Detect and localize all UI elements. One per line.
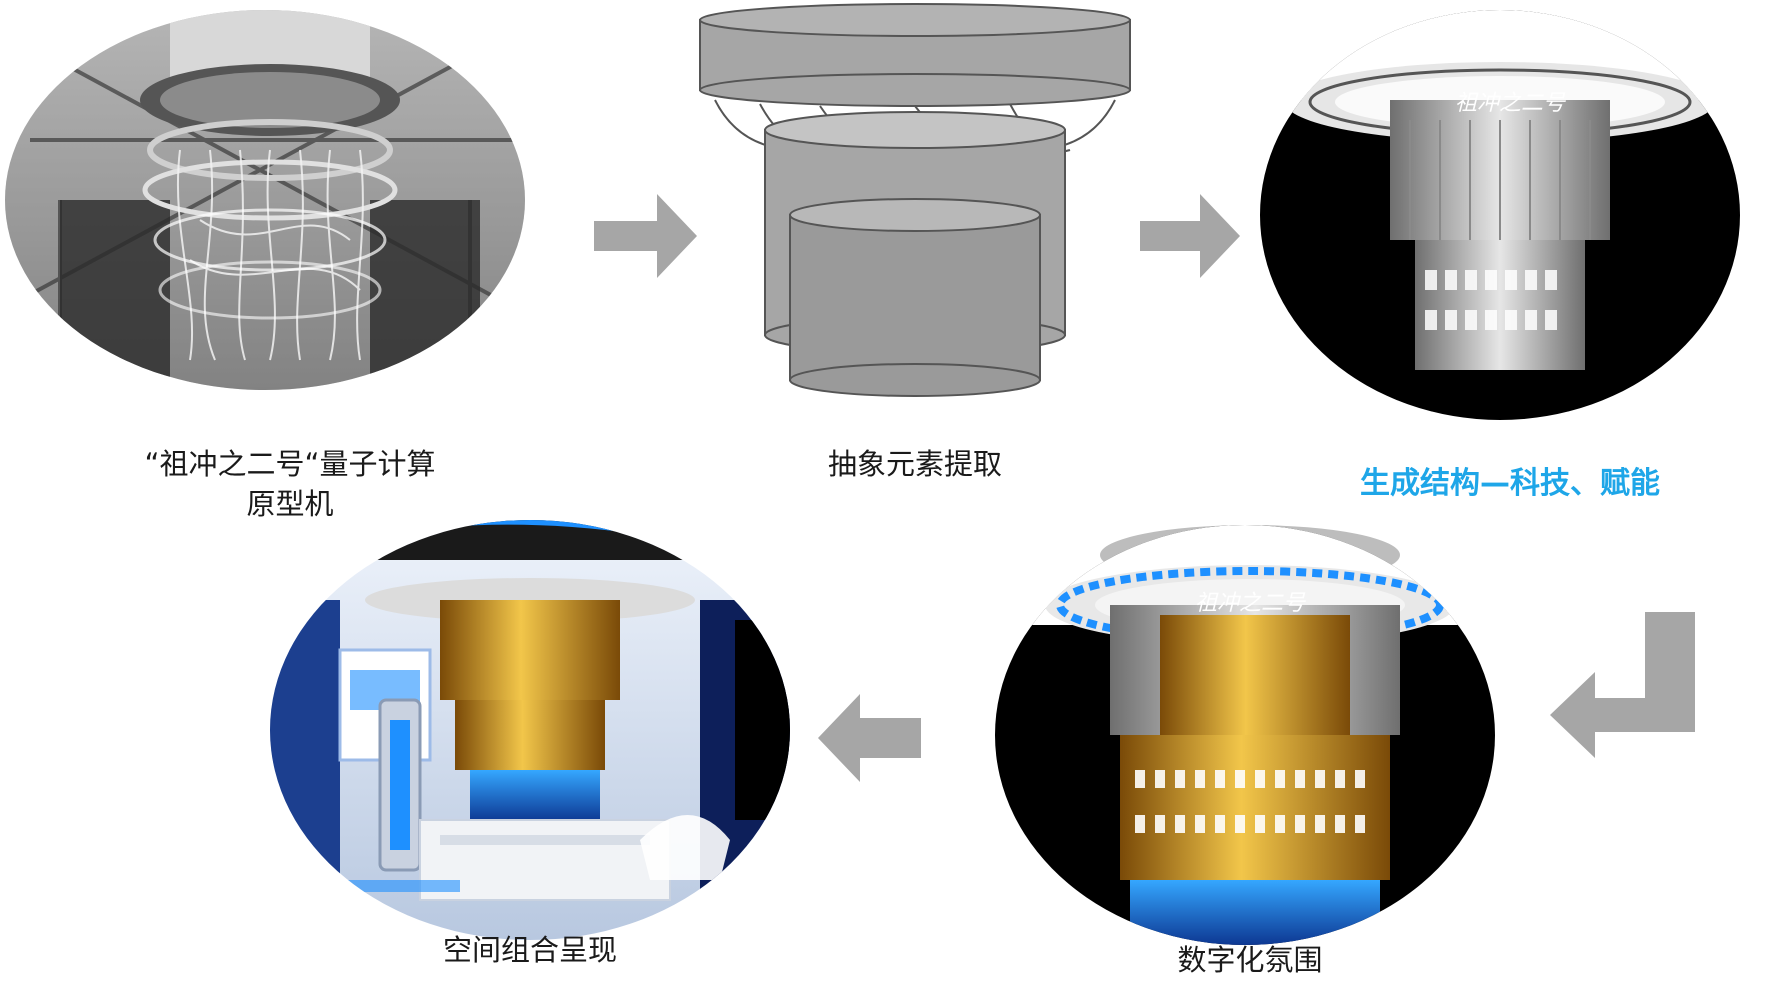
device-name-label: 祖冲之二号 bbox=[1455, 91, 1566, 116]
caption-prototype: “祖冲之二号“量子计算 原型机 bbox=[100, 444, 480, 524]
spatial-render bbox=[270, 520, 790, 940]
structure-render: 祖冲之二号 bbox=[1260, 10, 1740, 420]
device-name-label-gold: 祖冲之二号 bbox=[1195, 591, 1306, 616]
arrow-corner-down-left bbox=[1550, 612, 1695, 758]
caption-structure: 生成结构—科技、赋能 bbox=[1360, 466, 1660, 501]
arrow-right-1 bbox=[594, 194, 697, 278]
arrow-right-2 bbox=[1140, 194, 1240, 278]
prototype-photo bbox=[5, 10, 525, 390]
caption-prototype-line1: “祖冲之二号“量子计算 bbox=[144, 447, 436, 481]
caption-prototype-line2: 原型机 bbox=[246, 487, 334, 521]
arrow-left bbox=[818, 694, 921, 782]
caption-atmosphere: 数字化氛围 bbox=[1177, 943, 1323, 977]
abstract-elements-drawing bbox=[699, 3, 1131, 397]
atmosphere-render: 祖冲之二号 bbox=[995, 525, 1495, 945]
caption-spatial: 空间组合呈现 bbox=[442, 933, 617, 967]
caption-abstraction: 抽象元素提取 bbox=[827, 447, 1002, 481]
